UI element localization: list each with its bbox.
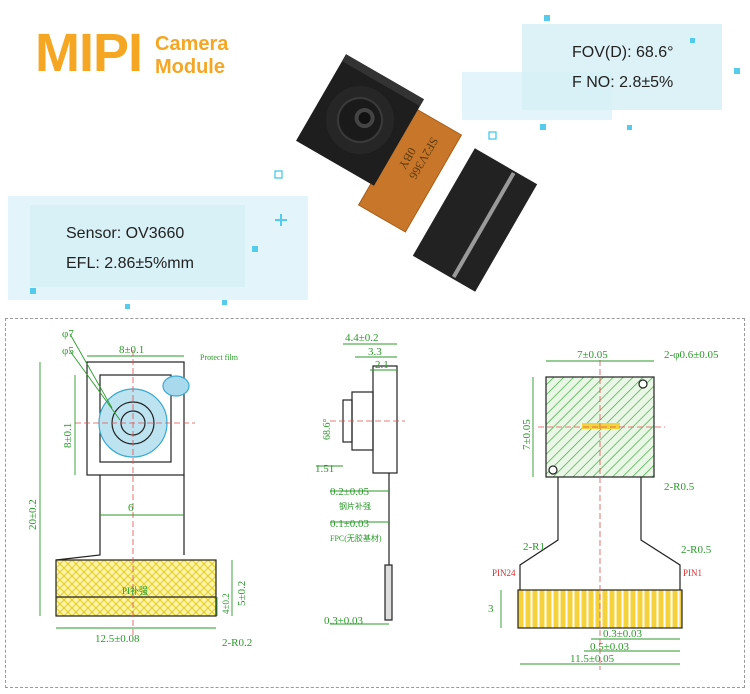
front-dim-protect-film: Protect film xyxy=(200,353,239,362)
front-view-stiffener xyxy=(55,559,217,617)
side-view-body xyxy=(372,365,398,474)
side-steel-label: 钢片补强 xyxy=(339,501,371,511)
back-dim-r05a: 2-R0.5 xyxy=(664,481,695,493)
side-dim-151: 1.51 xyxy=(315,463,334,475)
front-dim-width12: 12.5±0.08 xyxy=(95,633,140,645)
side-dim-21: 2.1 xyxy=(375,359,389,371)
front-dim-r02: 2-R0.2 xyxy=(222,637,252,649)
back-dim-h3: 3 xyxy=(488,603,494,615)
subtitle-line-1: Camera xyxy=(155,33,229,55)
back-dim-p05: 0.5±0.03 xyxy=(590,641,630,653)
mount-hole-bottom-left xyxy=(548,465,558,475)
fov-spec: FOV(D): 68.6° xyxy=(572,44,674,61)
back-view-flex xyxy=(519,477,681,590)
back-dim-r05b: 2-R0.5 xyxy=(681,544,712,556)
front-view-flex xyxy=(55,475,185,561)
camera-module-photo: SF2V366 0BY xyxy=(296,54,538,292)
camera-body xyxy=(296,54,424,186)
back-dim-w115: 11.5±0.05 xyxy=(570,653,615,665)
fno-spec: F NO: 2.8±5% xyxy=(572,74,674,91)
front-dim-h4: 4±0.2 xyxy=(221,593,231,614)
side-fpc-label: FPC(无胶基材) xyxy=(330,533,382,543)
back-dim-r1: 2-R1 xyxy=(523,541,545,553)
sensor-spec: Sensor: OV3660 xyxy=(66,225,185,242)
side-dim-03: 0.3±0.03 xyxy=(324,615,364,627)
back-dim-p03: 0.3±0.03 xyxy=(603,628,643,640)
side-dim-01: 0.1±0.03 xyxy=(330,518,370,530)
side-dim-02: 0.2±0.05 xyxy=(330,486,370,498)
front-dim-width6: 6 xyxy=(128,502,134,514)
side-dim-44: 4.4±0.2 xyxy=(345,332,379,344)
back-dim-h7: 7±0.05 xyxy=(521,419,533,450)
back-dim-w7: 7±0.05 xyxy=(577,349,608,361)
brand-subtitle: Camera Module xyxy=(155,33,228,79)
side-view-stiffener xyxy=(384,564,393,621)
mount-hole-top-right xyxy=(638,379,648,389)
spec-box-sensor: Sensor: OV3660 EFL: 2.86±5%mm xyxy=(30,205,245,287)
front-dim-total20: 20±0.2 xyxy=(27,499,39,530)
back-pin24-label: PIN24 xyxy=(492,568,516,578)
protect-film xyxy=(162,375,190,397)
front-dim-pi-label: PI补强 xyxy=(122,585,148,596)
front-dim-phi7: φ7 xyxy=(62,328,74,340)
side-dim-angle: 68.6° xyxy=(322,419,333,441)
front-dim-phi5: φ5 xyxy=(62,345,74,357)
back-dim-holes: 2-φ0.6±0.05 xyxy=(664,349,719,361)
decor-sparkles xyxy=(30,15,740,309)
camera-flex-cable: SF2V366 0BY xyxy=(357,107,463,233)
back-view-marker xyxy=(582,423,620,429)
back-pin1-label: PIN1 xyxy=(683,568,702,578)
technical-drawing-frame xyxy=(5,318,745,688)
front-dim-width8: 8±0.1 xyxy=(119,344,144,356)
front-dim-height8: 8±0.1 xyxy=(62,423,74,448)
spec-box-optics: FOV(D): 68.6° F NO: 2.8±5% xyxy=(522,24,722,110)
efl-spec: EFL: 2.86±5%mm xyxy=(66,255,194,272)
brand-title: MIPI xyxy=(35,23,143,83)
subtitle-line-2: Module xyxy=(155,56,225,78)
camera-connector-stiffener xyxy=(412,148,538,292)
front-dim-h5: 5±0.2 xyxy=(236,581,248,606)
side-dim-33: 3.3 xyxy=(368,346,382,358)
